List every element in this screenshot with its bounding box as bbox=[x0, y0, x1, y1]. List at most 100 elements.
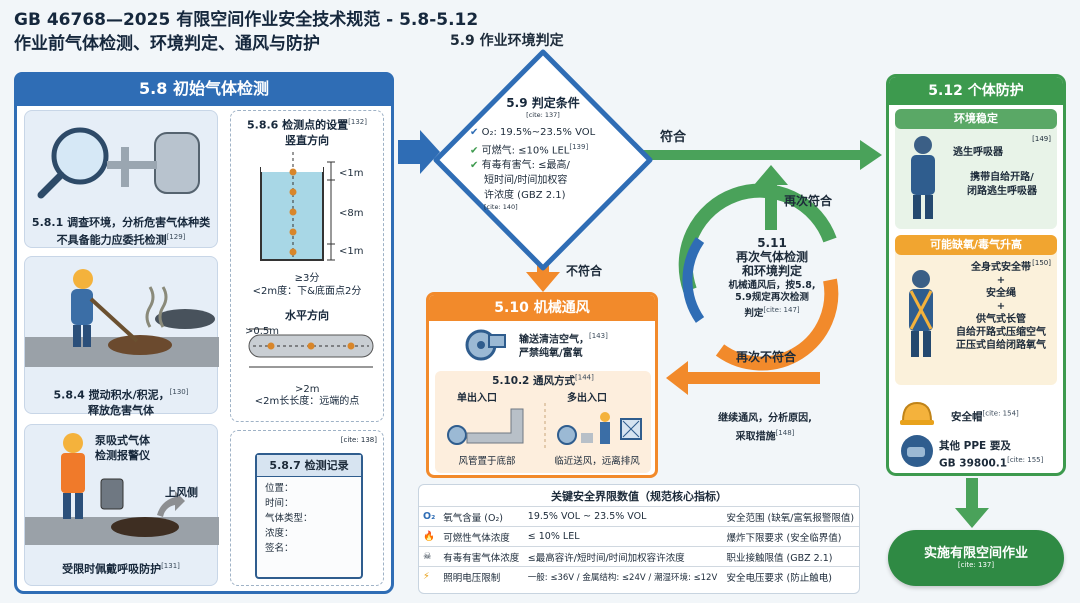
limits-table: O₂ 氧气含量 (O₂) 19.5% VOL ~ 23.5% VOL 安全范围 … bbox=[419, 506, 859, 587]
table-row: ⚡ 照明电压限制 一般: ≤36V / 金属结构: ≤24V / 潮湿环境: ≤… bbox=[419, 566, 859, 587]
arrow-fail bbox=[526, 250, 560, 292]
decision-diamond bbox=[433, 49, 653, 271]
helmet-icon bbox=[73, 269, 93, 289]
record-field: 浓度： bbox=[265, 528, 294, 539]
check-icon: ✔ bbox=[470, 160, 479, 172]
ventilation-modes-illustration bbox=[447, 403, 642, 449]
skull-icon: ☠ bbox=[419, 546, 440, 567]
record-field: 时间： bbox=[265, 498, 294, 509]
gas-detector-icon bbox=[100, 478, 124, 510]
arrow-recheck-pass bbox=[754, 165, 788, 230]
limits-heading: 关键安全界限数值（规范核心指标） bbox=[551, 490, 727, 503]
escape-respirator-desc: 携带自给开路/ 闭路逃生呼吸器 bbox=[967, 172, 1037, 197]
card-587: [cite: 138] 5.8.7 检测记录 位置： 时间： 气体类型： 浓度：… bbox=[230, 430, 384, 586]
section-510-panel: 5.10 机械通风 输送清洁空气，[143] 严禁纯氧/富氧 5.10.2 通风… bbox=[426, 292, 658, 478]
shovel-icon bbox=[89, 297, 139, 343]
card-detector: 泵吸式气体 检测报警仪 上风侧 受限时佩戴呼吸防护[131] bbox=[24, 424, 219, 586]
implement-work-button[interactable]: 实施有限空间作业 [cite: 137] bbox=[888, 530, 1064, 586]
card-587-cite: [cite: 138] bbox=[340, 436, 377, 444]
card-581: 5.8.1 调查环境，分析危害气体种类 不具备能力应委托检测[129] bbox=[24, 110, 218, 248]
table-row: ☠ 有毒有害气体浓度 ≤最高容许/短时间/时间加权容许浓度 职业接触限值 (GB… bbox=[419, 546, 859, 567]
horizontal-pipe-diagram bbox=[248, 328, 374, 368]
section-510-heading: 5.10 机械通风 bbox=[429, 295, 655, 321]
fire-icon: 🔥 bbox=[419, 526, 440, 547]
record-field: 位置： bbox=[265, 483, 294, 494]
harness-worker-illustration bbox=[909, 270, 933, 357]
helmet-icon bbox=[63, 433, 83, 453]
upwind-label: 上风侧 bbox=[165, 486, 198, 499]
manhole-icon bbox=[111, 517, 179, 537]
record-heading: 5.8.7 检测记录 bbox=[257, 455, 361, 477]
arrow-recheck-fail bbox=[666, 361, 820, 395]
magnifier-icon bbox=[51, 127, 109, 185]
card-586: 5.8.6 检测点的设置[132] 竖直方向 <1m <8m <1m ≥3分 <… bbox=[230, 110, 384, 422]
manhole-cover-icon bbox=[155, 309, 215, 329]
implement-work-cite: [cite: 137] bbox=[957, 561, 995, 569]
check-icon: ✔ bbox=[470, 145, 479, 157]
card-584: 5.8.4 搅动积水/积泥，[130] 释放危害气体 bbox=[24, 256, 219, 417]
title-line-2: 作业前气体检测、环境判定、通风与防护 bbox=[14, 34, 320, 54]
hard-hat-icon bbox=[900, 401, 934, 425]
section-512-heading: 5.12 个体防护 bbox=[889, 77, 1063, 105]
cycle-arc-blue bbox=[682, 237, 705, 323]
lightning-icon: ⚡ bbox=[419, 566, 440, 587]
table-row: O₂ 氧气含量 (O₂) 19.5% VOL ~ 23.5% VOL 安全范围 … bbox=[419, 506, 859, 527]
safety-vest-icon bbox=[61, 453, 85, 493]
section-511: 5.11 再次气体检测 和环境判定 机械通风后，按5.8, 5.9规定再次检测 … bbox=[728, 236, 816, 320]
oxygen-icon: O₂ bbox=[419, 506, 440, 527]
section-512-panel: 5.12 个体防护 环境稳定 [149] 逃生呼吸器 携带自给开路/ 闭路逃生呼… bbox=[886, 74, 1066, 476]
check-icon: ✔ bbox=[470, 127, 479, 138]
fan-icon bbox=[465, 329, 506, 361]
sludge-pit-icon bbox=[108, 335, 172, 355]
condition-toxic: ✔ 有毒有害气: ≤最高/ bbox=[470, 160, 570, 172]
worker-stirring-illustration bbox=[25, 269, 219, 367]
magnifier-tank-illustration bbox=[37, 127, 200, 199]
dim-1m-top: <1m bbox=[339, 168, 364, 179]
diamond-cite: [cite: 137] bbox=[526, 111, 560, 119]
single-entry-label: 单出入口 bbox=[457, 393, 497, 404]
table-row: 🔥 可燃性气体浓度 ≤ 10% LEL 爆炸下限要求 (安全临界值) bbox=[419, 526, 859, 547]
tank-icon bbox=[154, 132, 200, 194]
card-584-text: 5.8.4 搅动积水/积泥，[130] 释放危害气体 bbox=[53, 388, 189, 417]
record-field: 签名： bbox=[265, 543, 294, 554]
dim-8m: <8m bbox=[339, 208, 364, 219]
duct-icon bbox=[466, 408, 524, 444]
escape-respirator-label: 逃生呼吸器 bbox=[953, 147, 1003, 158]
section-58-heading: 5.8 初始气体检测 bbox=[14, 72, 394, 106]
risk-cite: [150] bbox=[1032, 259, 1051, 267]
ppe-helmet-icon bbox=[901, 435, 933, 467]
vertical-label: 竖直方向 bbox=[285, 133, 329, 147]
condition-lel: ✔ 可燃气: ≤10% LEL[139] bbox=[470, 143, 589, 157]
stable-box: 环境稳定 [149] 逃生呼吸器 携带自给开路/ 闭路逃生呼吸器 bbox=[895, 109, 1057, 229]
fail-label: 不符合 bbox=[566, 264, 603, 278]
single-entry-note: 风管置于底部 bbox=[458, 456, 516, 467]
fan-icon bbox=[557, 425, 577, 445]
vertical-tank-diagram bbox=[260, 151, 335, 261]
page-title: GB 46768—2025 有限空间作业安全技术规范 - 5.8-5.12 作业… bbox=[14, 8, 478, 56]
breathing-apparatus-icon bbox=[912, 270, 930, 288]
pass-label: 符合 bbox=[660, 130, 687, 145]
fan-icon bbox=[447, 425, 467, 445]
multi-entry-label: 多出入口 bbox=[567, 393, 607, 404]
escape-worker-illustration bbox=[911, 136, 935, 219]
min-points: ≥3分 bbox=[294, 272, 320, 284]
stable-cite: [149] bbox=[1032, 135, 1051, 143]
rule-horizontal: <2m长长度：远端的点 bbox=[254, 395, 360, 407]
diamond-title: 5.9 判定条件 bbox=[506, 96, 580, 110]
ppe-standard-label: 其他 PPE 要及 GB 39800.1[cite: 155] bbox=[939, 440, 1044, 470]
dim-05m: >0.5m bbox=[245, 326, 280, 337]
record-field: 气体类型： bbox=[265, 513, 313, 524]
arrow-to-final bbox=[955, 478, 989, 528]
title-line-1: GB 46768—2025 有限空间作业安全技术规范 - 5.8-5.12 bbox=[14, 10, 479, 30]
ventilation-desc: 输送清洁空气，[143] 严禁纯氧/富氧 bbox=[519, 332, 608, 360]
condition-o2: ✔ O₂: 19.5%~23.5% VOL bbox=[470, 127, 596, 138]
section-59-heading: 5.9 作业环境判定 bbox=[450, 33, 564, 49]
recheck-fail-label: 再次不符合 bbox=[736, 350, 797, 364]
conditions: ✔ O₂: 19.5%~23.5% VOL ✔ 可燃气: ≤10% LEL[13… bbox=[470, 125, 616, 211]
arrow-58-to-59 bbox=[398, 130, 440, 174]
risk-box: 可能缺氧/毒气升高 [150] 全身式安全带 + 安全绳 + 供气式长管 自给开… bbox=[895, 235, 1057, 385]
implement-work-label: 实施有限空间作业 bbox=[923, 546, 1028, 561]
risk-heading: 可能缺氧/毒气升高 bbox=[895, 235, 1057, 255]
helmet-label: 安全帽[cite: 154] bbox=[951, 409, 1019, 424]
rule-vertical: <2m度：下&底面点2分 bbox=[252, 285, 362, 297]
